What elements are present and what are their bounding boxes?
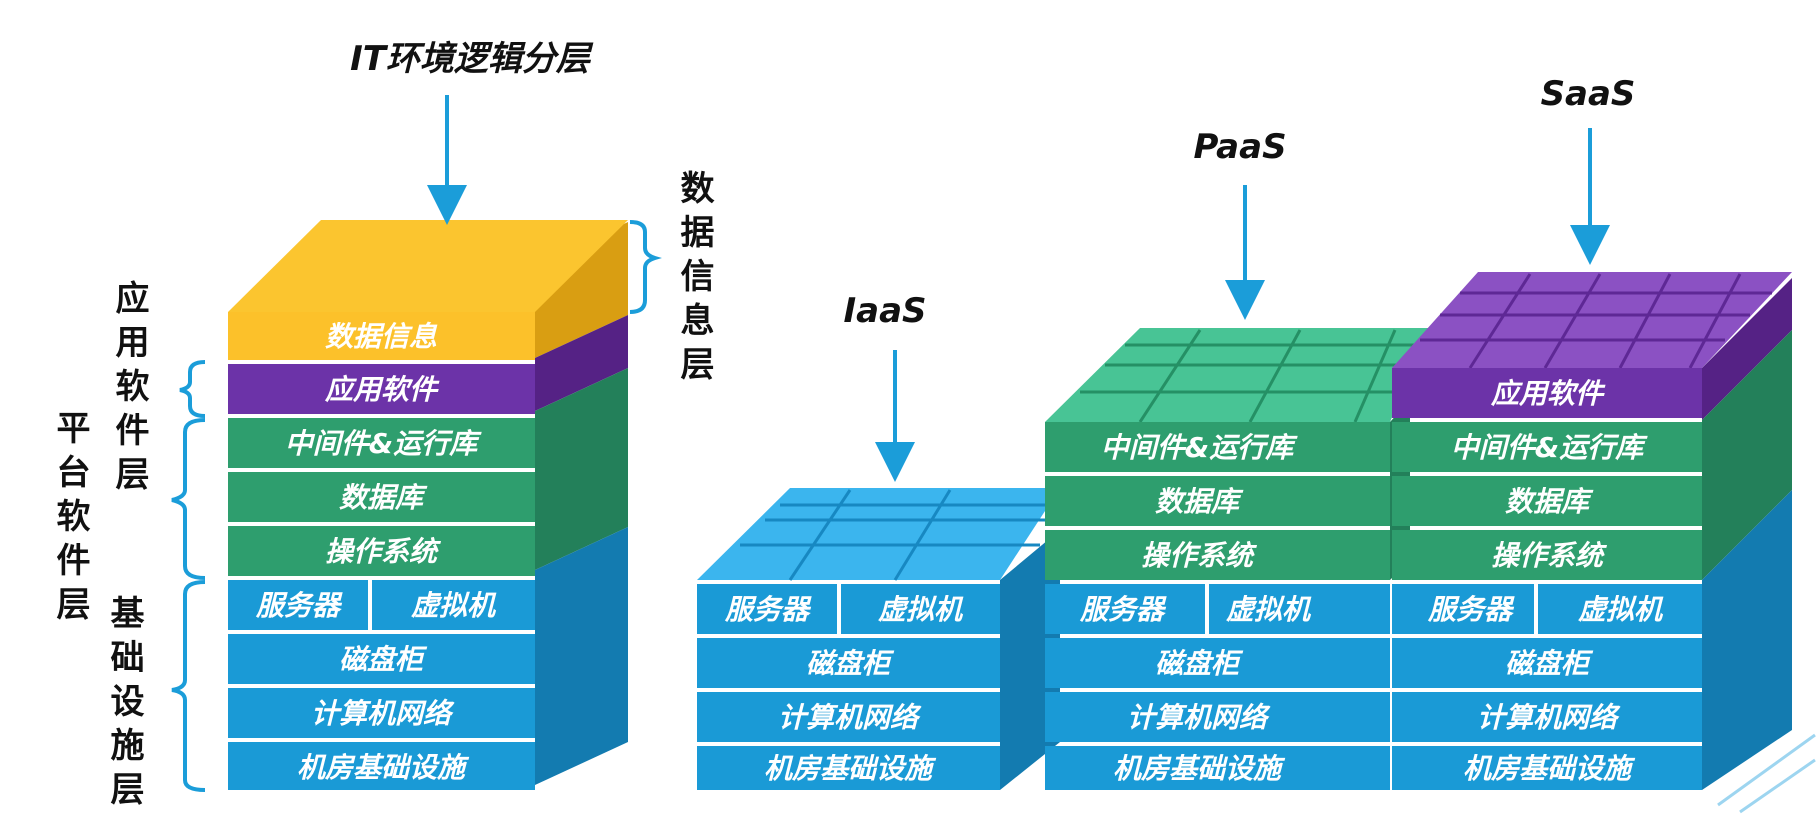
left-front-os	[228, 526, 535, 576]
saas-label-vm: 虚拟机	[1578, 593, 1664, 626]
left-front-network	[228, 688, 535, 738]
corner-decoration	[1717, 733, 1816, 814]
saas-label-disk: 磁盘柜	[1505, 647, 1594, 680]
iaas-label-server: 服务器	[724, 593, 812, 626]
paas-title: PaaS	[1193, 127, 1286, 167]
infra-layer-bracket	[171, 580, 206, 792]
iaas-label-vm: 虚拟机	[878, 593, 964, 626]
left-front-middleware	[228, 418, 535, 468]
paas-front-vm	[1209, 584, 1390, 634]
saas-front-app	[1392, 368, 1702, 418]
iaas-label-facility: 机房基础设施	[764, 752, 937, 785]
iaas-front-server	[697, 584, 837, 634]
left-stack-title: IT环境逻辑分层	[350, 39, 594, 79]
saas-side-app	[1702, 278, 1792, 420]
saas-front-vm	[1538, 584, 1702, 634]
paas-label-network: 计算机网络	[1127, 701, 1271, 734]
iaas-top-grid	[740, 489, 1058, 581]
saas-front-database	[1392, 476, 1702, 526]
left-label-database: 数据库	[339, 481, 428, 514]
left-side-app	[535, 315, 628, 411]
paas-label-database: 数据库	[1155, 485, 1244, 518]
paas-front-disk	[1045, 638, 1390, 688]
paas-label-disk: 磁盘柜	[1155, 647, 1244, 680]
iaas-front-facility	[697, 746, 1000, 790]
left-label-server: 服务器	[255, 589, 343, 622]
platform-layer-label: 平台软件层	[50, 410, 90, 630]
saas-stack: 应用软件 中间件&运行库 数据库 操作系统 服务器 虚拟机 磁盘柜 计算机网络 …	[1392, 74, 1792, 790]
app-layer-label: 应用软件层	[109, 280, 149, 500]
left-side-platform	[535, 368, 628, 570]
iaas-label-network: 计算机网络	[778, 701, 922, 734]
left-label-data: 数据信息	[325, 320, 438, 353]
saas-label-os: 操作系统	[1491, 539, 1608, 572]
iaas-stack: 服务器 虚拟机 磁盘柜 计算机网络 机房基础设施 IaaS	[697, 291, 1060, 790]
saas-label-middleware: 中间件&运行库	[1451, 431, 1648, 464]
platform-layer-bracket	[171, 418, 206, 580]
saas-label-facility: 机房基础设施	[1463, 752, 1636, 785]
paas-label-facility: 机房基础设施	[1113, 752, 1286, 785]
paas-top-grid	[1080, 329, 1425, 423]
paas-label-vm: 虚拟机	[1226, 593, 1312, 626]
saas-label-network: 计算机网络	[1477, 701, 1621, 734]
paas-front-network	[1045, 692, 1390, 742]
infra-layer-label: 基础设施层	[104, 595, 144, 815]
left-label-vm: 虚拟机	[411, 589, 497, 622]
app-layer-bracket	[179, 360, 206, 418]
saas-side-platform	[1702, 330, 1792, 580]
iaas-front-vm	[841, 584, 1000, 634]
paas-front-facility	[1045, 746, 1390, 790]
left-label-app: 应用软件	[324, 373, 440, 406]
paas-front-os	[1045, 530, 1390, 580]
saas-top-face	[1392, 272, 1792, 368]
saas-front-middleware	[1392, 422, 1702, 472]
paas-front-server	[1045, 584, 1205, 634]
saas-front-server	[1392, 584, 1534, 634]
iaas-top-face	[697, 488, 1060, 580]
left-label-os: 操作系统	[325, 535, 442, 568]
left-label-middleware: 中间件&运行库	[285, 427, 482, 460]
left-front-app	[228, 364, 535, 414]
left-front-data	[228, 312, 535, 360]
paas-top-face	[1045, 328, 1430, 422]
data-layer-bracket	[629, 220, 662, 314]
iaas-front-network	[697, 692, 1000, 742]
left-side-infra	[535, 527, 628, 785]
data-layer-label: 数据信息层	[674, 170, 714, 390]
saas-label-database: 数据库	[1505, 485, 1594, 518]
saas-front-os	[1392, 530, 1702, 580]
iaas-title: IaaS	[843, 291, 926, 331]
left-front-disk	[228, 634, 535, 684]
paas-label-middleware: 中间件&运行库	[1101, 431, 1298, 464]
left-label-network: 计算机网络	[311, 697, 455, 730]
saas-label-server: 服务器	[1427, 593, 1515, 626]
paas-front-middleware	[1045, 422, 1390, 472]
saas-side-infra	[1702, 490, 1792, 790]
left-front-database	[228, 472, 535, 522]
saas-front-disk	[1392, 638, 1702, 688]
left-label-facility: 机房基础设施	[297, 751, 470, 784]
left-front-facility	[228, 742, 535, 790]
saas-front-facility	[1392, 746, 1702, 790]
iaas-label-disk: 磁盘柜	[806, 647, 895, 680]
left-label-disk: 磁盘柜	[339, 643, 428, 676]
saas-title: SaaS	[1541, 74, 1636, 114]
saas-label-app: 应用软件	[1490, 377, 1606, 410]
paas-front-database	[1045, 476, 1390, 526]
left-top-face	[228, 220, 628, 312]
paas-label-os: 操作系统	[1141, 539, 1258, 572]
saas-front-network	[1392, 692, 1702, 742]
iaas-front-disk	[697, 638, 1000, 688]
saas-top-grid	[1420, 273, 1772, 369]
left-front-server	[228, 580, 368, 630]
left-stack: 数据信息 应用软件 中间件&运行库 数据库 操作系统 服务器 虚拟机 磁盘柜 计…	[50, 39, 714, 815]
left-front-vm	[372, 580, 535, 630]
paas-label-server: 服务器	[1079, 593, 1167, 626]
paas-stack: 中间件&运行库 数据库 操作系统 服务器 虚拟机 磁盘柜 计算机网络 机房基础设…	[1045, 127, 1430, 790]
